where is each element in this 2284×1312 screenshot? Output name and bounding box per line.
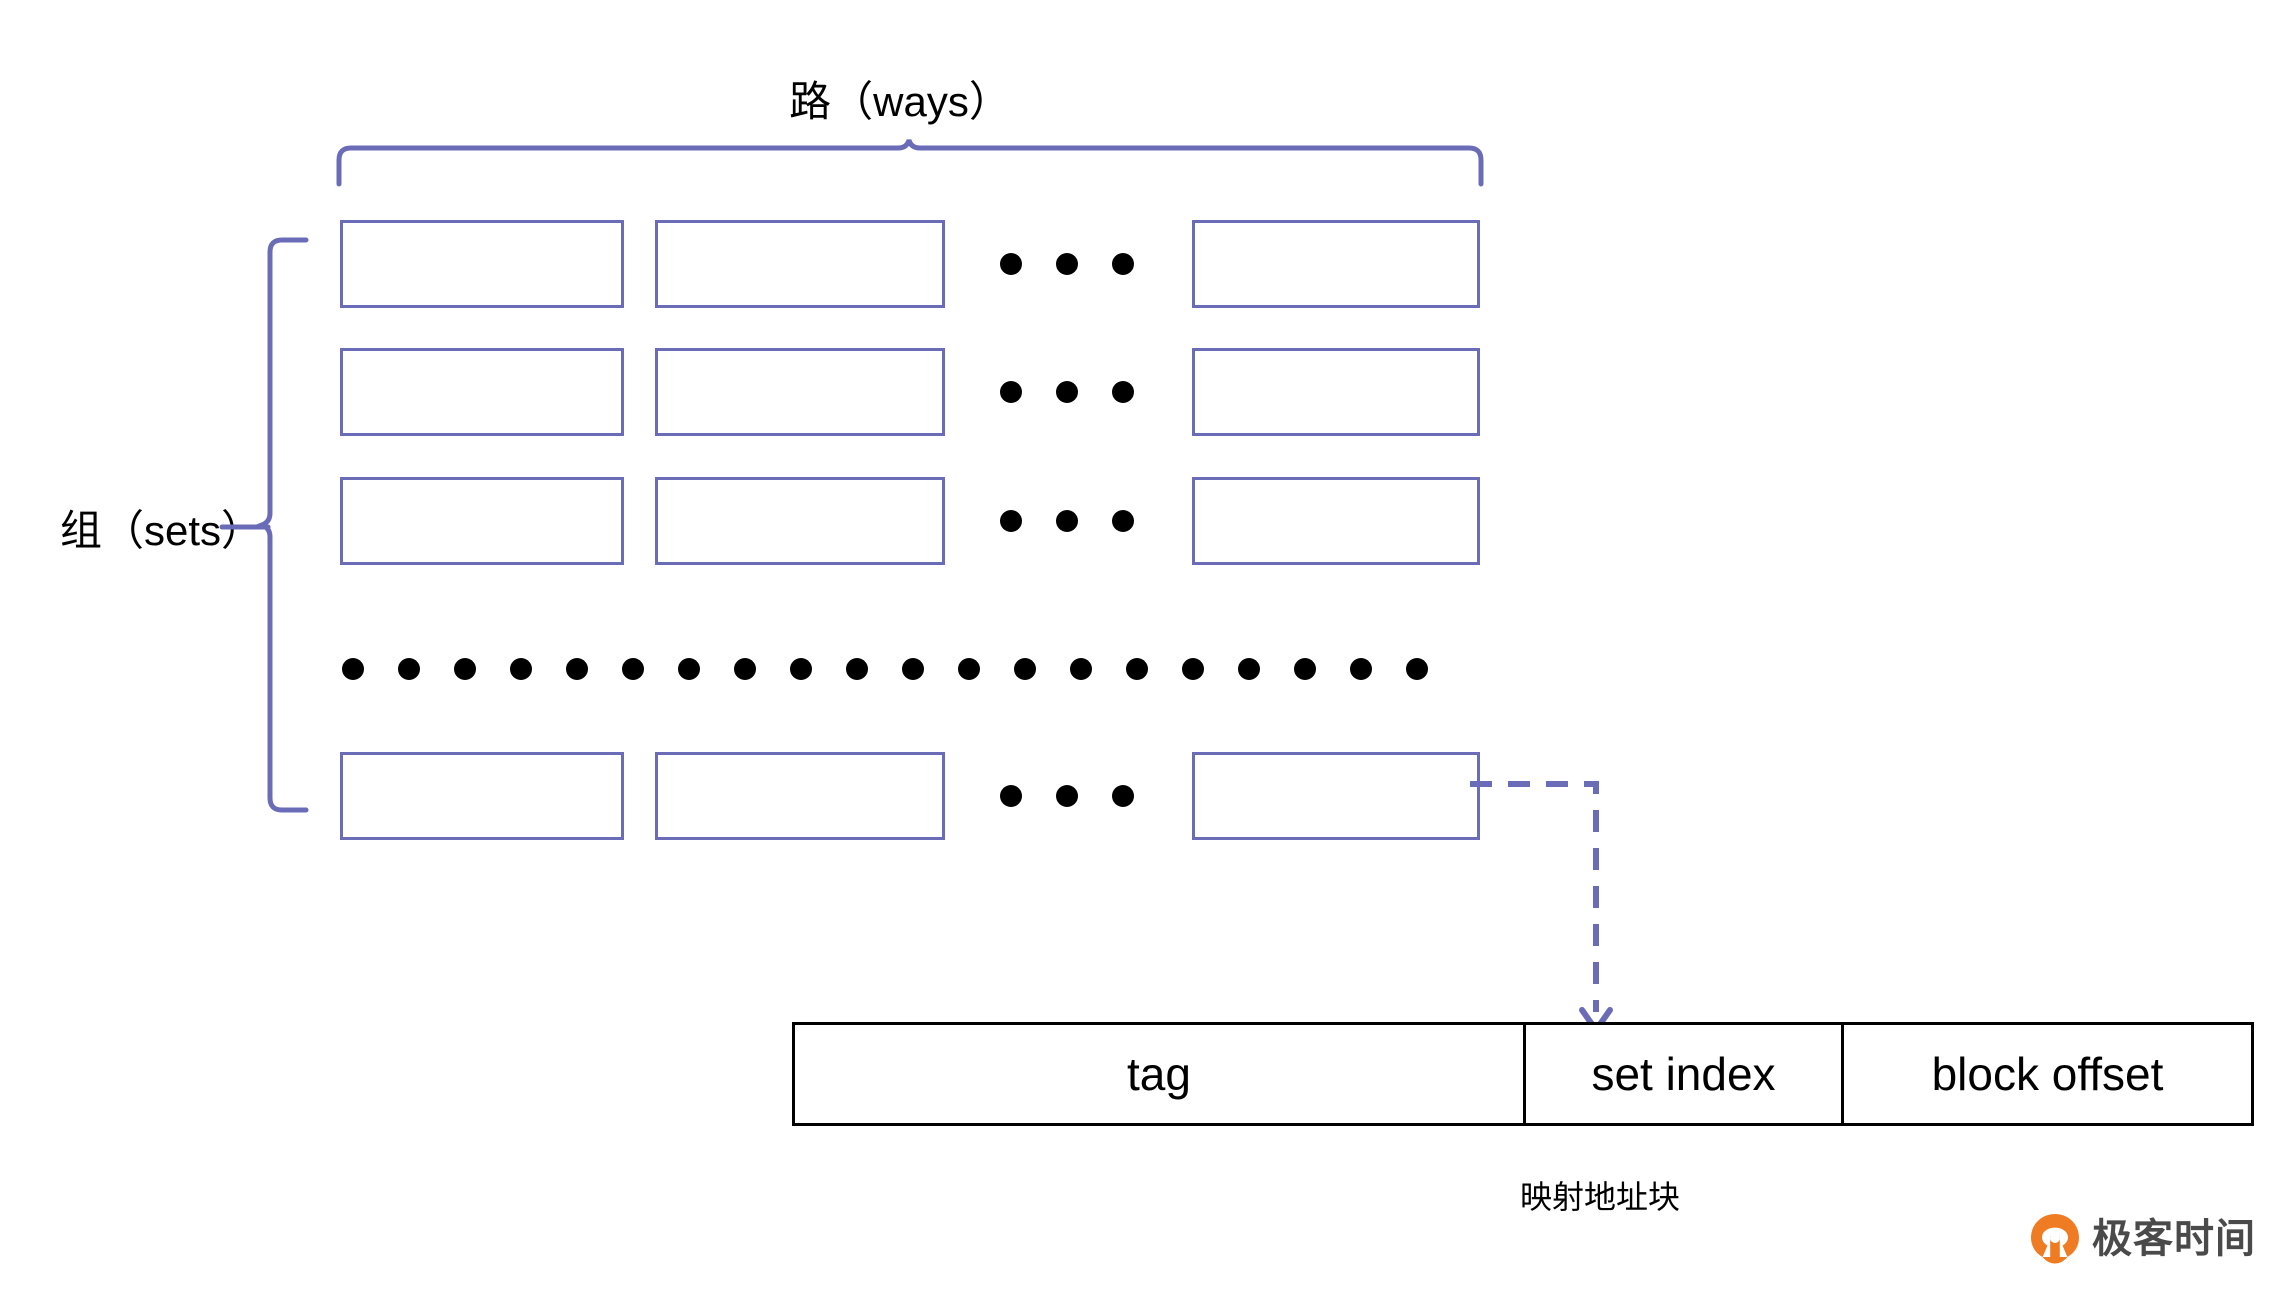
cache-block-set-2-way-2	[655, 348, 945, 436]
sets-ellipsis-dot	[1014, 658, 1036, 680]
address-block-caption: 映射地址块	[1520, 1179, 1681, 1215]
address-block: tag set index block offset	[792, 1022, 2254, 1126]
cache-block-set-n-way-n	[1192, 752, 1480, 840]
geektime-logo-icon	[2031, 1214, 2079, 1264]
ways-ellipsis-dot	[1000, 381, 1022, 403]
sets-ellipsis-dot	[454, 658, 476, 680]
sets-ellipsis-dot	[734, 658, 756, 680]
cache-block-set-3-way-n	[1192, 477, 1480, 565]
sets-ellipsis-dot	[902, 658, 924, 680]
ways-ellipsis-dot	[1112, 381, 1134, 403]
cache-block-set-1-way-2	[655, 220, 945, 308]
ways-ellipsis-dot	[1056, 785, 1078, 807]
cache-block-set-1-way-1	[340, 220, 624, 308]
sets-ellipsis-dot	[790, 658, 812, 680]
ways-ellipsis-dot	[1112, 510, 1134, 532]
ways-axis-label: 路（ways）	[789, 78, 1011, 125]
cache-block-set-2-way-1	[340, 348, 624, 436]
sets-ellipsis-dot	[622, 658, 644, 680]
sets-ellipsis-dot	[1350, 658, 1372, 680]
sets-ellipsis-dot	[342, 658, 364, 680]
cache-block-set-1-way-n	[1192, 220, 1480, 308]
sets-ellipsis-dot	[398, 658, 420, 680]
sets-ellipsis-dot	[958, 658, 980, 680]
sets-ellipsis-dot	[1238, 658, 1260, 680]
cache-block-set-3-way-1	[340, 477, 624, 565]
ways-ellipsis-dot	[1056, 381, 1078, 403]
watermark: 极客时间	[2028, 1212, 2256, 1266]
ways-ellipsis-dot	[1000, 253, 1022, 275]
ways-ellipsis-dot	[1000, 785, 1022, 807]
watermark-brand-text: 极客时间	[2092, 1217, 2256, 1261]
address-segment-tag: tag	[1127, 1048, 1191, 1100]
cache-block-set-2-way-n	[1192, 348, 1480, 436]
ways-ellipsis-dot	[1056, 253, 1078, 275]
ways-ellipsis-dot	[1000, 510, 1022, 532]
sets-axis-label: 组（sets）	[60, 507, 264, 554]
cache-block-set-n-way-1	[340, 752, 624, 840]
sets-ellipsis-dot	[1182, 658, 1204, 680]
sets-ellipsis-dot	[1406, 658, 1428, 680]
sets-ellipsis-dot	[1070, 658, 1092, 680]
sets-label-tick-icon	[219, 524, 271, 530]
sets-ellipsis-dot	[678, 658, 700, 680]
ways-ellipsis-dot	[1112, 253, 1134, 275]
sets-ellipsis-dot	[566, 658, 588, 680]
cache-block-set-3-way-2	[655, 477, 945, 565]
sets-ellipsis-dot	[1294, 658, 1316, 680]
ways-brace-icon	[336, 139, 1484, 187]
cache-block-set-n-way-2	[655, 752, 945, 840]
sets-ellipsis-dot	[1126, 658, 1148, 680]
ways-ellipsis-dot	[1112, 785, 1134, 807]
ways-ellipsis-dot	[1056, 510, 1078, 532]
sets-ellipsis-dot	[846, 658, 868, 680]
address-segment-set-index: set index	[1523, 1025, 1841, 1123]
mapping-arrow-icon	[1470, 781, 1613, 1033]
address-segment-block-offset: block offset	[1841, 1025, 2251, 1123]
sets-ellipsis-dot	[510, 658, 532, 680]
